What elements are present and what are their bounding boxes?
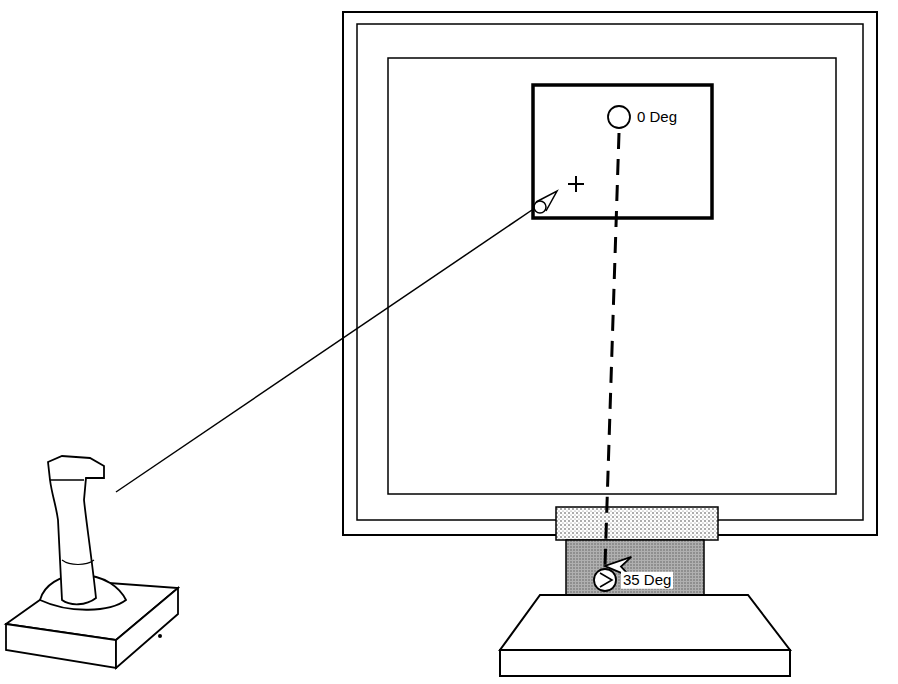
leader-line [116, 210, 532, 492]
stand-base-front [500, 650, 790, 676]
stand-base-top [500, 595, 790, 650]
screen-window [533, 85, 712, 218]
joystick-handle [48, 456, 104, 604]
angle-marker: 35 Deg [593, 568, 617, 592]
marker-circle [593, 568, 617, 592]
joystick-trigger [50, 479, 84, 481]
joystick-button [158, 634, 162, 638]
joystick-grip-line [62, 560, 94, 565]
stand-neck-top [556, 507, 718, 540]
monitor-screen [388, 58, 836, 494]
marker-circle [607, 105, 631, 129]
marker-outline [608, 106, 630, 128]
angle-label: 35 Deg [621, 572, 673, 589]
angle-label: 0 Deg [635, 109, 679, 126]
view-cone [536, 191, 557, 211]
heading-arrow [600, 573, 612, 587]
stand-neck [566, 540, 704, 595]
viewpoint-icon [534, 201, 546, 213]
crosshair [568, 176, 584, 192]
marker-outline [594, 569, 616, 591]
joystick-base-front [6, 624, 116, 668]
angle-marker: 0 Deg [607, 105, 631, 129]
rotation-path [605, 133, 619, 566]
